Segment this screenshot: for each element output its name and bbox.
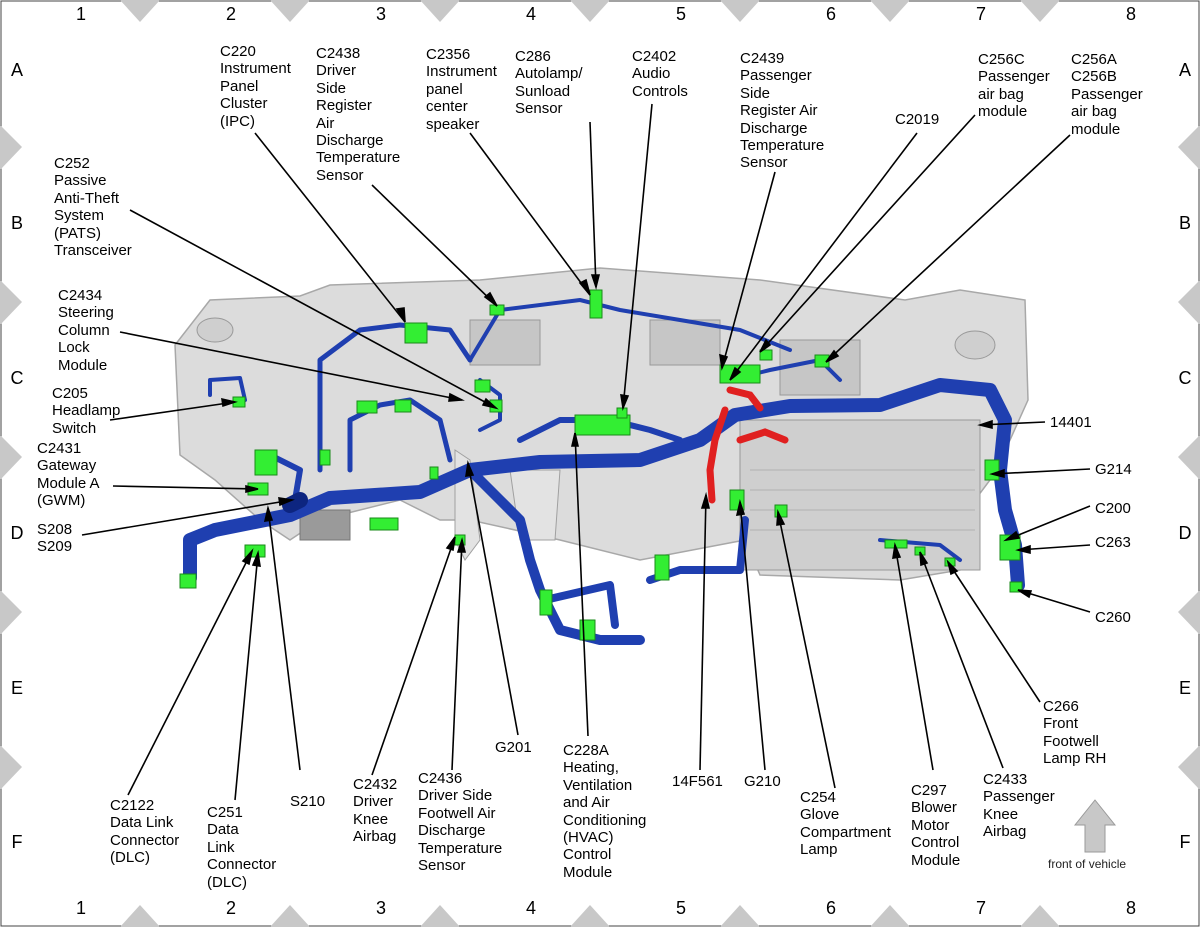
callout-g214: G214 (1095, 461, 1132, 478)
grid-row-left-b: B (10, 213, 23, 233)
callout-c2436: C2436 Driver Side Footwell Air Discharge… (418, 770, 503, 875)
callout-c266: C266 Front Footwell Lamp RH (1043, 698, 1107, 768)
red-branch-14f561 (706, 386, 789, 504)
callout-c2019: C2019 (895, 111, 940, 128)
connectors (179, 289, 1023, 641)
grid-row-right-f: F (1179, 832, 1191, 852)
callout-s210: S210 (290, 793, 326, 810)
grid-col-bottom-5: 5 (675, 898, 686, 918)
callout-c2402: C2402 Audio Controls (632, 48, 688, 100)
grid-row-left-e: E (10, 678, 23, 698)
callout-c220: C220 Instrument Panel Cluster (IPC) (220, 43, 291, 130)
grid-col-bottom-3: 3 (375, 898, 386, 918)
callout-14401: 14401 (1050, 414, 1092, 431)
callout-c2438: C2438 Driver Side Register Air Discharge… (316, 45, 401, 184)
callout-c228a: C228A Heating, Ventilation and Air Condi… (563, 742, 647, 881)
callout-c254: C254 Glove Compartment Lamp (800, 789, 891, 859)
grid-row-left-a: A (10, 60, 23, 80)
grid-col-bottom-4: 4 (525, 898, 536, 918)
grid-col-top-7: 7 (975, 4, 986, 24)
callout-g210: G210 (744, 773, 781, 790)
callout-c200: C200 (1095, 500, 1131, 517)
grid-col-bottom-8: 8 (1125, 898, 1136, 918)
grid-row-right-a: A (1178, 60, 1191, 80)
callout-c2432: C2432 Driver Knee Airbag (353, 776, 398, 846)
callout-14f561: 14F561 (672, 773, 723, 790)
grid-row-right-e: E (1178, 678, 1191, 698)
grid-col-bottom-1: 1 (75, 898, 86, 918)
callout-c252: C252 Passive Anti-Theft System (PATS) Tr… (54, 155, 132, 260)
callout-c297: C297 Blower Motor Control Module (911, 782, 961, 869)
grid-row-right-d: D (1178, 523, 1192, 543)
callout-c2433: C2433 Passenger Knee Airbag (983, 771, 1055, 841)
grid-col-top-5: 5 (675, 4, 686, 24)
callout-c260: C260 (1095, 609, 1131, 626)
grid-col-bottom-6: 6 (825, 898, 836, 918)
callout-c2434: C2434 Steering Column Lock Module (58, 287, 114, 374)
callout-c251: C251 Data Link Connector (DLC) (207, 804, 277, 891)
grid-row-left-d: D (10, 523, 24, 543)
callout-c256ab: C256A C256B Passenger air bag module (1071, 51, 1143, 138)
callout-c2431: C2431 Gateway Module A (GWM) (37, 440, 100, 510)
grid-col-top-8: 8 (1125, 4, 1136, 24)
callout-c2122: C2122 Data Link Connector (DLC) (110, 797, 180, 867)
grid-row-right-b: B (1178, 213, 1191, 233)
callout-c286: C286 Autolamp/ Sunload Sensor (515, 48, 583, 118)
front-of-vehicle-label: front of vehicle (1048, 857, 1127, 871)
callout-c263: C263 (1095, 534, 1131, 551)
grid-col-top-4: 4 (525, 4, 536, 24)
grid-col-bottom-2: 2 (225, 898, 236, 918)
callout-c205: C205 Headlamp Switch (52, 385, 121, 437)
leader-lines (81, 103, 1091, 801)
callout-c256c: C256C Passenger air bag module (978, 51, 1050, 121)
grid-col-top-6: 6 (825, 4, 836, 24)
grid-col-bottom-7: 7 (975, 898, 986, 918)
grid-row-right-c: C (1178, 368, 1192, 388)
grid-col-top-2: 2 (225, 4, 236, 24)
callout-c2439: C2439 Passenger Side Register Air Discha… (740, 50, 825, 172)
callout-c2356: C2356 Instrument panel center speaker (426, 46, 497, 133)
grid-row-left-c: C (10, 368, 24, 388)
callout-g201: G201 (495, 739, 532, 756)
grid-col-top-3: 3 (375, 4, 386, 24)
grid-col-top-1: 1 (75, 4, 86, 24)
callout-s208: S208 S209 (37, 521, 73, 556)
grid-row-left-f: F (11, 832, 23, 852)
front-of-vehicle-arrow-icon (1073, 799, 1117, 853)
